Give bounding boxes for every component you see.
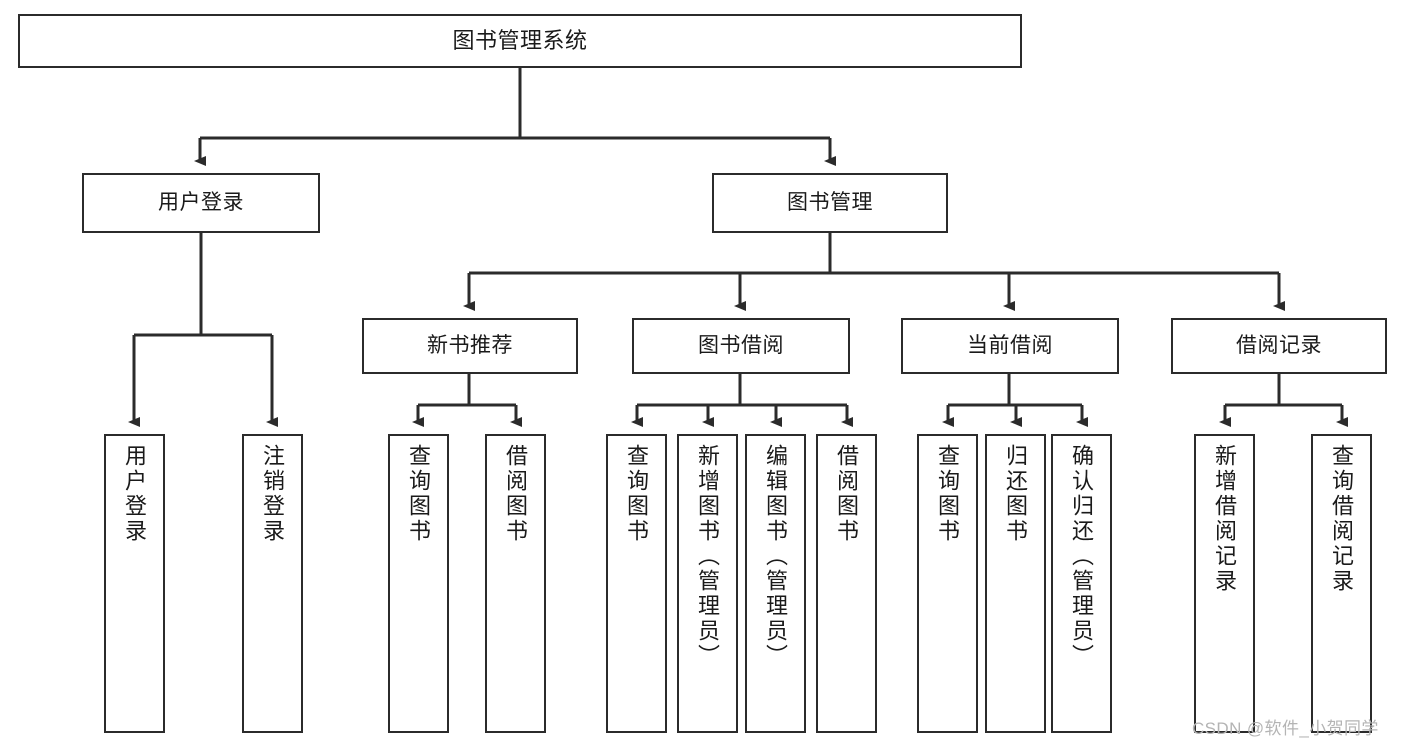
node-new-book-recommend-label: 新书推荐 (427, 333, 513, 357)
node-current-borrow[interactable]: 当前借阅 (901, 318, 1119, 374)
node-leaf-user-logout[interactable]: 注销登录 (242, 434, 303, 733)
node-root[interactable]: 图书管理系统 (18, 14, 1022, 68)
node-user-login-label: 用户登录 (158, 190, 244, 214)
node-book-borrow-label: 图书借阅 (698, 333, 784, 357)
node-leaf-add-borrow-record-label: 新增借阅记录 (1212, 444, 1238, 594)
node-leaf-user-login-label: 用户登录 (122, 444, 148, 544)
node-leaf-borrow-book-2-label: 借阅图书 (834, 444, 860, 544)
node-borrow-record-label: 借阅记录 (1236, 333, 1322, 357)
node-leaf-query-book-1[interactable]: 查询图书 (388, 434, 449, 733)
node-leaf-confirm-return-admin-label: 确认归还（管理员） (1069, 444, 1095, 669)
node-leaf-query-book-3[interactable]: 查询图书 (917, 434, 978, 733)
node-new-book-recommend[interactable]: 新书推荐 (362, 318, 578, 374)
csdn-watermark: CSDN @软件_小贺同学 (1192, 719, 1379, 738)
node-leaf-user-logout-label: 注销登录 (260, 444, 286, 544)
node-leaf-user-login[interactable]: 用户登录 (104, 434, 165, 733)
node-leaf-borrow-book-2[interactable]: 借阅图书 (816, 434, 877, 733)
node-leaf-borrow-book-1-label: 借阅图书 (503, 444, 529, 544)
node-leaf-query-borrow-record[interactable]: 查询借阅记录 (1311, 434, 1372, 733)
node-current-borrow-label: 当前借阅 (967, 333, 1053, 357)
node-book-manage-label: 图书管理 (787, 190, 873, 214)
node-leaf-query-book-3-label: 查询图书 (935, 444, 961, 544)
node-leaf-edit-book-admin-label: 编辑图书（管理员） (763, 444, 789, 669)
node-leaf-query-book-2[interactable]: 查询图书 (606, 434, 667, 733)
node-leaf-query-borrow-record-label: 查询借阅记录 (1329, 444, 1355, 594)
node-leaf-borrow-book-1[interactable]: 借阅图书 (485, 434, 546, 733)
node-leaf-query-book-2-label: 查询图书 (624, 444, 650, 544)
node-leaf-add-book-admin[interactable]: 新增图书（管理员） (677, 434, 738, 733)
node-book-borrow[interactable]: 图书借阅 (632, 318, 850, 374)
node-user-login[interactable]: 用户登录 (82, 173, 320, 233)
node-leaf-confirm-return-admin[interactable]: 确认归还（管理员） (1051, 434, 1112, 733)
node-borrow-record[interactable]: 借阅记录 (1171, 318, 1387, 374)
node-leaf-return-book-label: 归还图书 (1003, 444, 1029, 544)
node-leaf-add-borrow-record[interactable]: 新增借阅记录 (1194, 434, 1255, 733)
node-leaf-add-book-admin-label: 新增图书（管理员） (695, 444, 721, 669)
node-leaf-query-book-1-label: 查询图书 (406, 444, 432, 544)
node-leaf-return-book[interactable]: 归还图书 (985, 434, 1046, 733)
node-leaf-edit-book-admin[interactable]: 编辑图书（管理员） (745, 434, 806, 733)
node-book-manage[interactable]: 图书管理 (712, 173, 948, 233)
node-root-label: 图书管理系统 (452, 28, 588, 54)
